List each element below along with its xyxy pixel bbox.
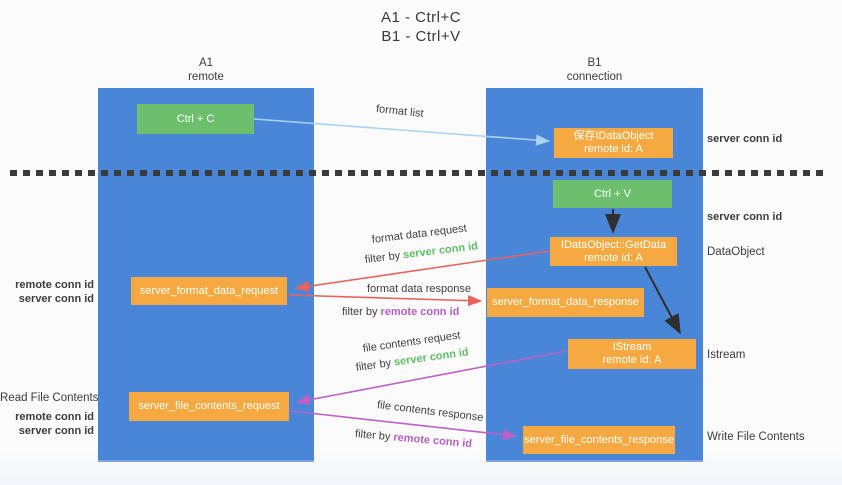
node-server-file-contents-request: server_file_contents_request <box>129 392 289 421</box>
lane-b1-subtitle: connection <box>566 71 623 83</box>
node-server-format-data-response: server_format_data_response <box>487 288 644 317</box>
left-label-server-conn-id-format: server conn id <box>18 293 94 305</box>
ctrl-v-label: Ctrl + V <box>594 187 631 200</box>
right-label-write-file-contents: Write File Contents <box>707 431 805 443</box>
dotted-separator-line <box>10 170 824 176</box>
lane-b1-name: B1 <box>587 57 602 69</box>
format-request-label: server_format_data_request <box>139 284 279 297</box>
diagram-title: A1 - Ctrl+C B1 - Ctrl+V <box>0 8 842 46</box>
filter-by-text: filter by <box>364 249 404 266</box>
title-line-ctrl-v: B1 - Ctrl+V <box>381 28 461 45</box>
label-filter-by-remote-conn-id-format: filter by remote conn id <box>342 306 459 319</box>
right-label-dataobject: DataObject <box>707 246 765 258</box>
lane-header-a1: A1 remote <box>98 56 314 84</box>
right-label-istream: Istream <box>707 349 746 361</box>
remote-conn-id-text: remote conn id <box>392 431 473 451</box>
save-idataobject-line1: 保存IDataObject <box>573 130 654 142</box>
lane-a1-subtitle: remote <box>188 71 224 83</box>
ctrl-c-label: Ctrl + C <box>176 112 215 125</box>
label-file-contents-response: file contents response <box>376 399 485 425</box>
lane-header-b1: B1 connection <box>486 56 703 84</box>
label-format-data-response: format data response <box>367 283 471 295</box>
getdata-line2: remote id: A <box>584 251 643 264</box>
node-ctrl-c: Ctrl + C <box>137 104 254 134</box>
node-idataobject-getdata: IDataObject::GetData remote id: A <box>550 237 677 266</box>
right-label-server-conn-id-top: server conn id <box>707 133 783 145</box>
file-response-label: server_file_contents_response <box>524 433 674 446</box>
filter-by-text: filter by <box>354 428 394 444</box>
getdata-line1: IDataObject::GetData <box>560 238 667 251</box>
format-response-label: server_format_data_response <box>492 296 639 308</box>
label-format-list: format list <box>375 103 425 120</box>
title-line-ctrl-c: A1 - Ctrl+C <box>380 9 462 26</box>
left-label-server-conn-id-file: server conn id <box>18 425 94 437</box>
left-label-read-file-contents: Read File Contents <box>0 392 99 404</box>
left-label-remote-conn-id-format: remote conn id <box>15 279 94 291</box>
right-label-server-conn-id-mid: server conn id <box>707 211 783 223</box>
node-server-file-contents-response: server_file_contents_response <box>523 426 675 454</box>
istream-line2: remote id: A <box>602 354 662 366</box>
filter-by-text: filter by <box>342 306 381 318</box>
save-idataobject-line2: remote id: A <box>584 143 643 155</box>
server-conn-id-text: server conn id <box>402 240 479 262</box>
label-filter-by-remote-conn-id-file: filter by remote conn id <box>354 428 473 451</box>
filter-by-text: filter by <box>355 356 395 374</box>
node-ctrl-v: Ctrl + V <box>553 180 672 208</box>
left-label-remote-conn-id-file: remote conn id <box>15 411 94 423</box>
istream-line1: IStream <box>612 341 652 353</box>
remote-conn-id-text: remote conn id <box>380 306 460 318</box>
node-server-format-data-request: server_format_data_request <box>131 277 287 305</box>
node-istream: IStream remote id: A <box>568 339 696 369</box>
file-request-label: server_file_contents_request <box>138 400 280 412</box>
lane-a1-name: A1 <box>198 57 214 69</box>
node-save-idataobject: 保存IDataObject remote id: A <box>554 128 673 158</box>
